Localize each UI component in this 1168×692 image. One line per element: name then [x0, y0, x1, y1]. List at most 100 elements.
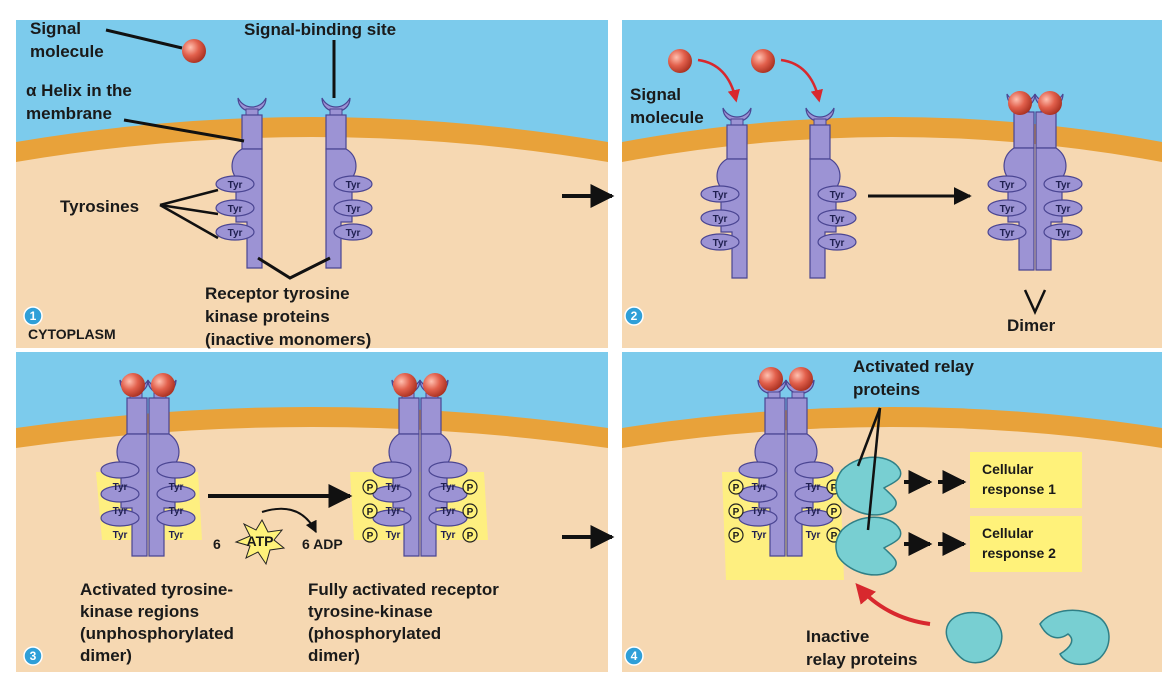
phosphate-group: P: [462, 527, 478, 543]
receptor-label: kinase proteins: [205, 307, 330, 326]
signal-molecule: [1008, 91, 1032, 115]
tyr-label: Tyr: [830, 238, 845, 249]
activated-regions-label: dimer): [80, 646, 132, 665]
tyr-label: Tyr: [1000, 204, 1015, 215]
leader-line: [159, 188, 219, 207]
tyr-label: Tyr: [441, 482, 456, 493]
helix-label: membrane: [26, 104, 112, 123]
leader-line: [123, 118, 245, 143]
tyr-label: Tyr: [346, 228, 361, 239]
panel-3: Tyr Tyr Tyr Tyr Tyr Tyr 6 ATP 6 ADP Tyr …: [23, 373, 499, 666]
receptor-label: (inactive monomers): [205, 330, 371, 349]
receptor-label: Receptor tyrosine: [205, 284, 350, 303]
phosphate-group: P: [728, 503, 744, 519]
tyr-label: Tyr: [752, 506, 767, 517]
helix-label: α Helix in the: [26, 81, 132, 100]
cellular-response-2-box: [970, 516, 1082, 572]
adp-label: 6 ADP: [302, 536, 343, 552]
signal-molecule-label: molecule: [30, 42, 104, 61]
signal-molecule: [393, 373, 417, 397]
svg-text:P: P: [831, 483, 838, 494]
activated-regions-label: kinase regions: [80, 602, 199, 621]
cellular-response-1-box: [970, 452, 1082, 508]
phosphate-group: P: [826, 503, 842, 519]
panel-1: Tyr Tyr Tyr Tyr Tyr Tyr Signal molecule …: [23, 19, 396, 349]
panel-1-background: [16, 20, 608, 348]
signal-molecule: [1038, 91, 1062, 115]
leader-line: [1023, 289, 1047, 316]
cytoplasm-label: CYTOPLASM: [28, 326, 116, 342]
activated-relay-protein: [835, 516, 902, 576]
step-badge: [23, 306, 43, 326]
atp-label: ATP: [247, 533, 274, 549]
tyr-label: Tyr: [713, 190, 728, 201]
svg-text:P: P: [831, 507, 838, 518]
phosphate-group: P: [728, 479, 744, 495]
svg-text:P: P: [367, 531, 374, 542]
cellular-response-1-label: response 1: [982, 481, 1056, 497]
svg-text:P: P: [831, 531, 838, 542]
tyr-label: Tyr: [386, 506, 401, 517]
fully-activated-label: (phosphorylated: [308, 624, 441, 643]
cellular-response-1-label: Cellular: [982, 461, 1034, 477]
tyr-label: Tyr: [386, 482, 401, 493]
leader-line: [159, 203, 219, 240]
leader-line: [257, 256, 331, 280]
phosphate-group: P: [362, 527, 378, 543]
inactive-relay-protein: [1039, 609, 1110, 666]
signal-molecule: [668, 49, 692, 73]
tyr-label: Tyr: [713, 214, 728, 225]
inactive-relay-label: relay proteins: [806, 650, 918, 669]
tyr-label: Tyr: [1056, 228, 1071, 239]
tyr-label: Tyr: [752, 482, 767, 493]
leader-line: [159, 203, 219, 216]
activated-relay-protein: [835, 456, 902, 516]
leader-line: [856, 407, 882, 467]
tyr-label: Tyr: [113, 530, 128, 541]
fully-activated-label: tyrosine-kinase: [308, 602, 433, 621]
signal-molecule: [789, 367, 813, 391]
activated-relay-label: Activated relay: [853, 357, 974, 376]
atp-starburst: [234, 518, 286, 566]
tyr-label: Tyr: [113, 506, 128, 517]
tyr-label: Tyr: [1000, 228, 1015, 239]
tyr-label: Tyr: [228, 204, 243, 215]
phosphate-group: P: [728, 527, 744, 543]
svg-text:P: P: [467, 507, 474, 518]
panel-4: Tyr Tyr Tyr Tyr Tyr Tyr P P P P P P Cell…: [624, 357, 1110, 669]
tyr-label: Tyr: [346, 204, 361, 215]
tyr-label: Tyr: [752, 530, 767, 541]
tyr-label: Tyr: [713, 238, 728, 249]
signal-molecule: [151, 373, 175, 397]
tyr-label: Tyr: [386, 530, 401, 541]
recruitment-arrow: [855, 582, 931, 626]
signal-molecule: [121, 373, 145, 397]
signal-molecule-label: Signal: [30, 19, 81, 38]
step-number: 3: [30, 649, 37, 663]
step-number: 4: [631, 649, 638, 663]
signal-molecule-label: molecule: [630, 108, 704, 127]
atp-count: 6: [213, 536, 221, 552]
tyr-label: Tyr: [169, 530, 184, 541]
inactive-relay-label: Inactive: [806, 627, 869, 646]
tyr-label: Tyr: [806, 506, 821, 517]
tyr-label: Tyr: [1000, 180, 1015, 191]
tyr-label: Tyr: [1056, 204, 1071, 215]
leader-line: [866, 407, 882, 531]
step-number: 1: [30, 309, 37, 323]
tyrosines-label: Tyrosines: [60, 197, 139, 216]
step-badge: [624, 306, 644, 326]
tyr-label: Tyr: [830, 190, 845, 201]
tyr-label: Tyr: [806, 482, 821, 493]
cellular-response-2-label: response 2: [982, 545, 1056, 561]
tyr-label: Tyr: [228, 180, 243, 191]
signal-binding-site-label: Signal-binding site: [244, 20, 396, 39]
phosphate-group: P: [362, 503, 378, 519]
leader-line: [105, 28, 183, 50]
phosphate-group: P: [462, 479, 478, 495]
tyr-label: Tyr: [228, 228, 243, 239]
svg-text:P: P: [733, 483, 740, 494]
tyr-label: Tyr: [441, 506, 456, 517]
signal-molecule: [182, 39, 206, 63]
